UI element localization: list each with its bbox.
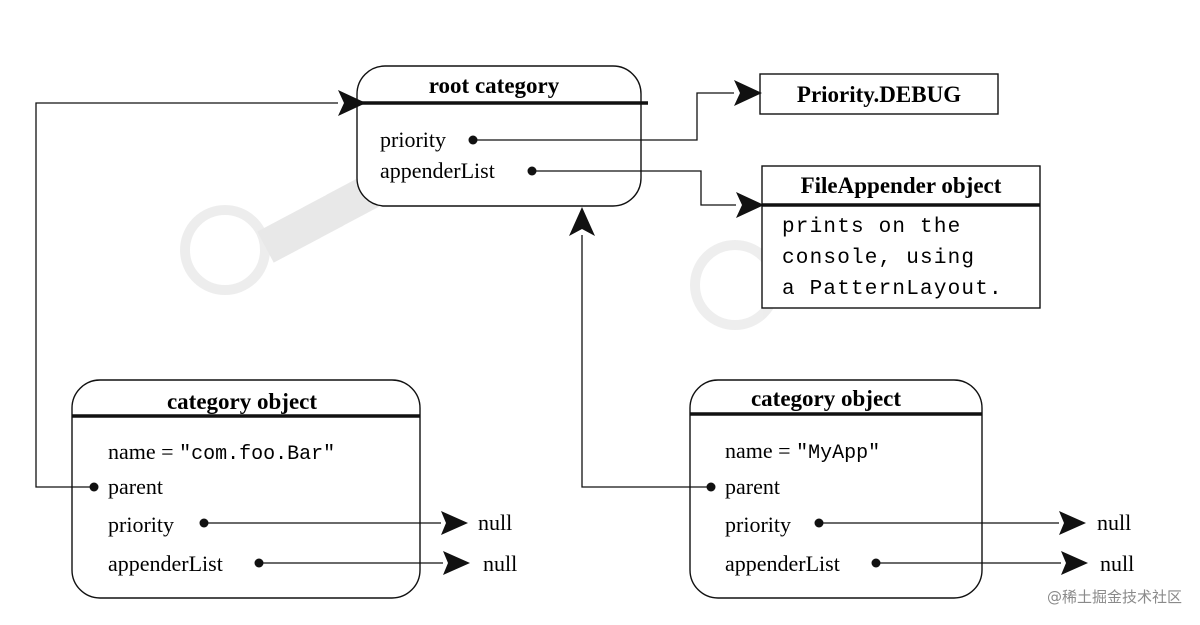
right-appender-null: null <box>1100 551 1134 576</box>
left-name-line: name = "com.foo.Bar" <box>108 439 335 466</box>
right-priority-null: null <box>1097 510 1131 535</box>
root-appender-label: appenderList <box>380 158 495 183</box>
right-appender-null-connector <box>876 551 1088 575</box>
right-appender-label: appenderList <box>725 551 840 576</box>
file-appender-line-2: console, using <box>782 247 975 270</box>
right-parent-label: parent <box>725 474 780 499</box>
file-appender-box: FileAppender object prints on the consol… <box>761 165 1041 309</box>
file-appender-line-3: a PatternLayout. <box>782 278 1003 301</box>
right-parent-connector <box>569 207 711 488</box>
right-category-title: category object <box>751 386 901 411</box>
watermark-text: @稀土掘金技术社区 <box>1047 588 1182 606</box>
left-category-box: category object name = "com.foo.Bar" par… <box>71 379 421 599</box>
root-category-title: root category <box>429 73 560 98</box>
root-priority-connector <box>473 80 762 141</box>
priority-debug-title: Priority.DEBUG <box>797 82 961 107</box>
left-priority-null-connector <box>204 511 468 535</box>
left-appender-label: appenderList <box>108 551 223 576</box>
left-parent-connector <box>35 90 366 488</box>
right-category-box: category object name = "MyApp" parent pr… <box>689 379 983 599</box>
priority-debug-box: Priority.DEBUG <box>759 73 999 115</box>
file-appender-title: FileAppender object <box>801 173 1002 198</box>
right-priority-label: priority <box>725 512 791 537</box>
left-appender-null-connector <box>259 551 470 575</box>
left-parent-label: parent <box>108 474 163 499</box>
root-category-box: root category priority appenderList <box>356 65 648 207</box>
root-appender-connector <box>532 170 764 218</box>
left-priority-null: null <box>478 510 512 535</box>
left-category-title: category object <box>167 389 317 414</box>
left-priority-label: priority <box>108 512 174 537</box>
file-appender-line-1: prints on the <box>782 216 961 239</box>
root-priority-label: priority <box>380 127 446 152</box>
left-appender-null: null <box>483 551 517 576</box>
right-priority-null-connector <box>819 511 1086 535</box>
right-name-line: name = "MyApp" <box>725 438 880 465</box>
